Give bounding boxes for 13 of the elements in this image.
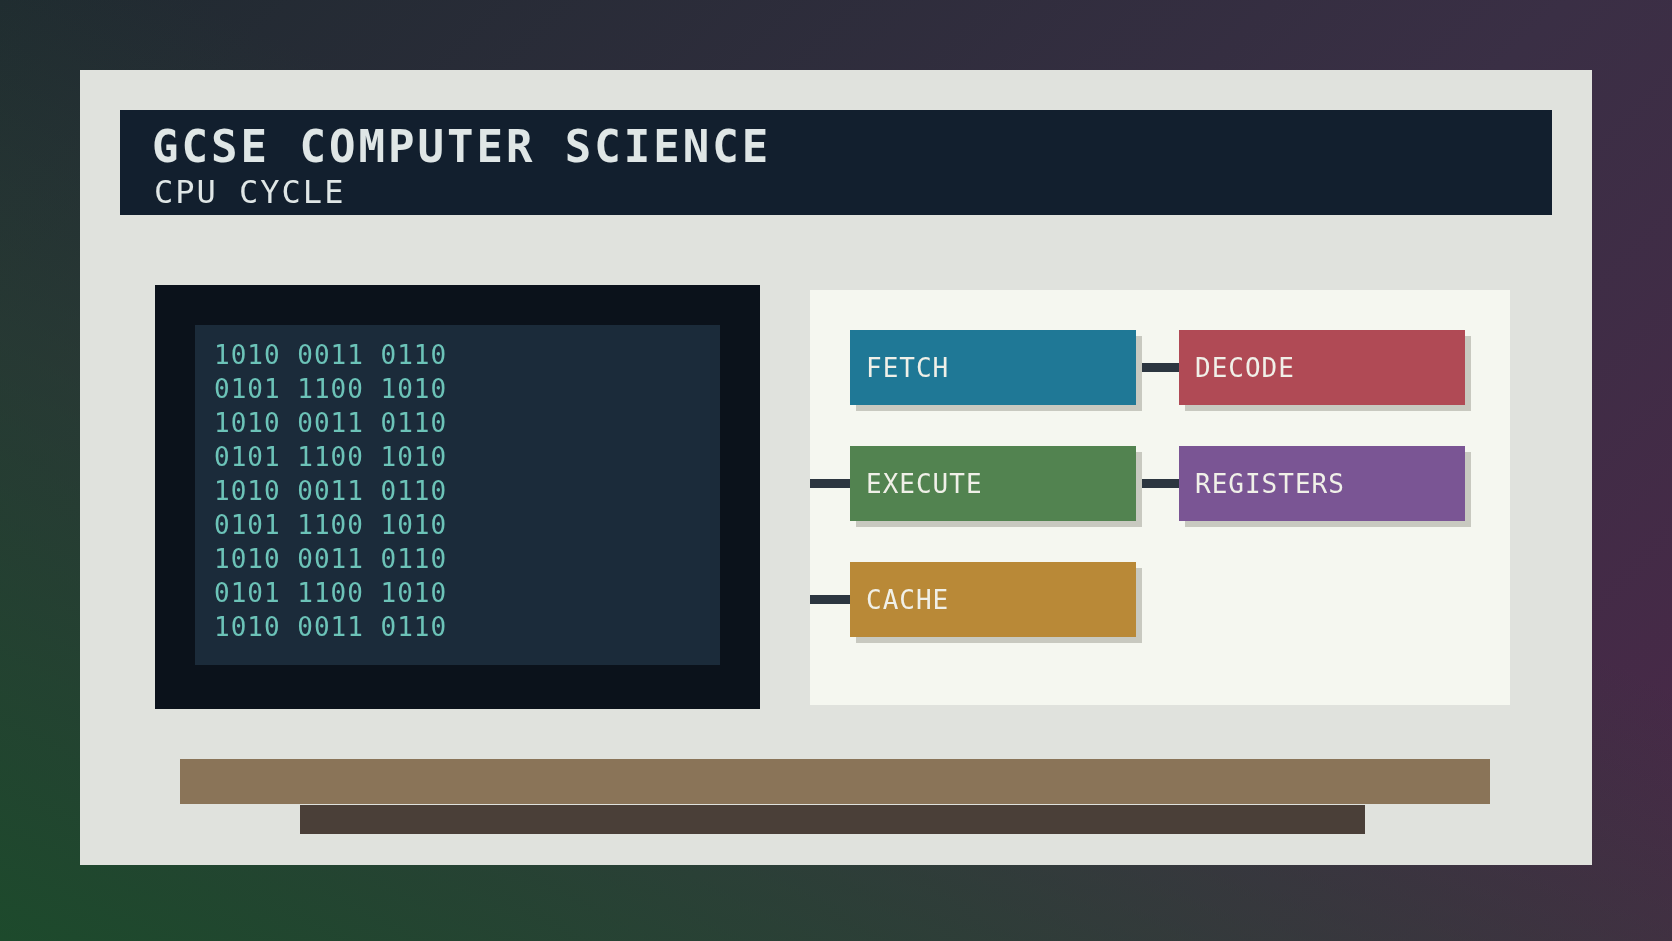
connector-line [810,479,850,488]
binary-code-line: 1010 0011 0110 [214,407,448,440]
binary-code-line: 0101 1100 1010 [214,509,448,542]
binary-code-line: 1010 0011 0110 [214,543,448,576]
binary-code-line: 0101 1100 1010 [214,577,448,610]
binary-code-line: 0101 1100 1010 [214,373,448,406]
title: GCSE COMPUTER SCIENCE [152,122,772,172]
binary-code-line: 1010 0011 0110 [214,339,448,372]
binary-code-line: 0101 1100 1010 [214,441,448,474]
binary-code-line: 1010 0011 0110 [214,611,448,644]
subtitle: CPU CYCLE [154,174,346,210]
binary-code-line: 1010 0011 0110 [214,475,448,508]
connector-line [810,595,850,604]
